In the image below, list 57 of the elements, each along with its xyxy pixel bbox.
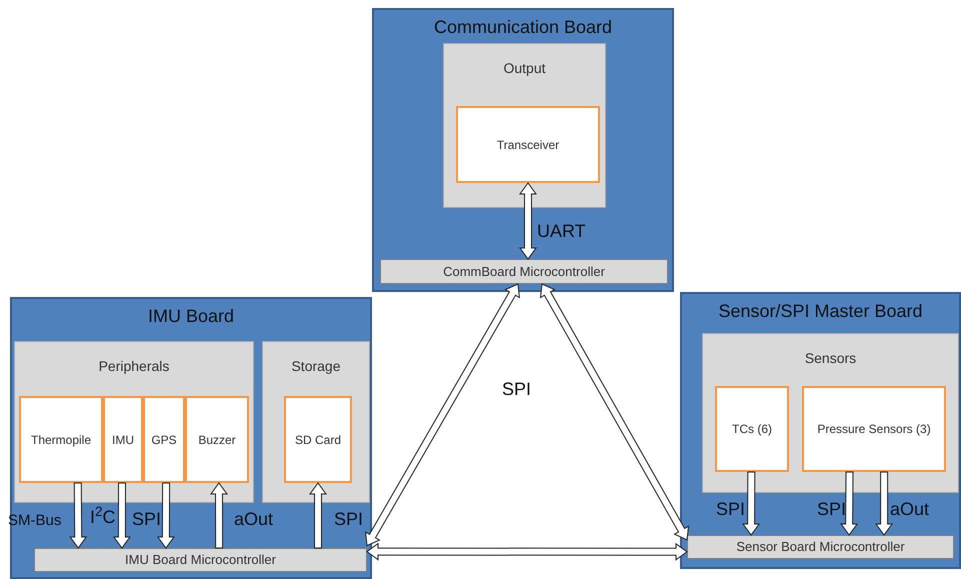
edge-label: I$^{2}$C <box>90 508 116 526</box>
node-label: Sensor/SPI Master Board <box>718 300 923 323</box>
node-label: Communication Board <box>434 16 612 39</box>
block-arrow <box>210 482 228 548</box>
node-label: CommBoard Microcontroller <box>443 262 605 281</box>
node-label: TCs (6) <box>731 421 773 438</box>
bus-label: SPI <box>502 380 532 398</box>
component-box <box>715 386 789 472</box>
node-label: Pressure Sensors (3) <box>816 421 932 438</box>
block-arrow <box>366 542 688 561</box>
component-box <box>284 396 352 483</box>
node-label: SD Card <box>294 432 342 448</box>
group-panel <box>702 333 959 493</box>
block-arrow <box>156 482 175 549</box>
block-arrow <box>519 182 537 260</box>
edge-label: SPI <box>716 500 746 518</box>
block-arrow <box>69 482 88 549</box>
node-label: Sensors <box>804 349 856 368</box>
node-label: Storage <box>291 357 341 376</box>
edge-label: SPI <box>132 510 162 528</box>
node-label: IMU Board <box>148 305 234 328</box>
block-arrow <box>742 472 760 536</box>
microcontroller-bar <box>687 535 954 559</box>
circuit-board-panel <box>372 8 674 292</box>
component-box <box>456 106 600 183</box>
node-label: Sensor Board Microcontroller <box>736 538 905 556</box>
node-label: Output <box>503 59 546 78</box>
group-panel <box>14 341 254 503</box>
node-label: Thermopile <box>30 432 92 448</box>
block-arrow <box>112 482 131 549</box>
node-label: Transceiver <box>496 136 560 154</box>
node-label: IMU Board Microcontroller <box>125 551 276 570</box>
edge-label: aOut <box>234 510 274 528</box>
block-arrow <box>840 472 858 536</box>
group-panel <box>443 43 606 208</box>
node-label: IMU <box>111 432 135 448</box>
node-label: Buzzer <box>197 432 237 448</box>
component-box <box>185 396 249 483</box>
block-arrow <box>365 283 520 546</box>
edge-label: SPI <box>817 500 846 518</box>
block-arrow <box>309 482 327 548</box>
block-arrow <box>540 283 690 541</box>
component-box <box>103 396 143 483</box>
node-label: GPS <box>150 432 178 448</box>
microcontroller-bar <box>34 548 367 572</box>
edge-label: aOut <box>890 500 930 518</box>
component-box <box>19 396 103 483</box>
node-label: Peripherals <box>98 357 170 376</box>
microcontroller-bar <box>380 259 668 284</box>
circuit-board-panel <box>680 292 961 569</box>
block-arrow <box>875 472 894 536</box>
circuit-board-panel <box>10 297 372 579</box>
group-panel <box>262 341 370 503</box>
edge-label: UART <box>537 222 586 240</box>
component-box <box>802 386 946 472</box>
component-box <box>143 396 185 483</box>
edge-label: SPI <box>334 510 364 528</box>
